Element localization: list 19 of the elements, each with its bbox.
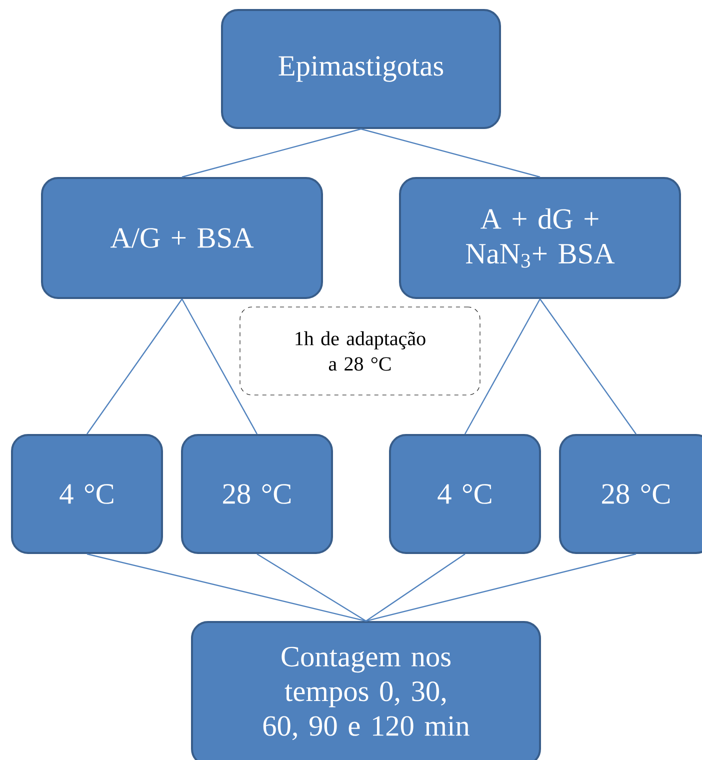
process-box: 4 °C <box>11 434 163 554</box>
connector-line <box>181 298 258 434</box>
connector-line <box>256 553 366 622</box>
note-box: 1h de adaptação a 28 °C <box>240 306 480 396</box>
connector-line <box>360 128 540 178</box>
connector-line <box>540 298 636 434</box>
process-box: A/G + BSA <box>41 177 323 299</box>
process-box: 4 °C <box>389 434 541 554</box>
process-box: Epimastigotas <box>221 9 501 129</box>
process-box: A + dG + NaN$_{3}$+ BSA <box>399 177 681 299</box>
connector-line <box>86 553 366 622</box>
process-box: Contagem nos tempos 0, 30, 60, 90 e 120 min <box>191 621 541 760</box>
process-box: 28 °C <box>181 434 333 554</box>
process-box: 28 °C <box>559 434 702 554</box>
connector-line <box>464 298 541 434</box>
connector-line <box>366 553 636 622</box>
connector-line <box>182 128 362 178</box>
connector-line <box>366 554 466 622</box>
connector-line <box>86 298 182 434</box>
